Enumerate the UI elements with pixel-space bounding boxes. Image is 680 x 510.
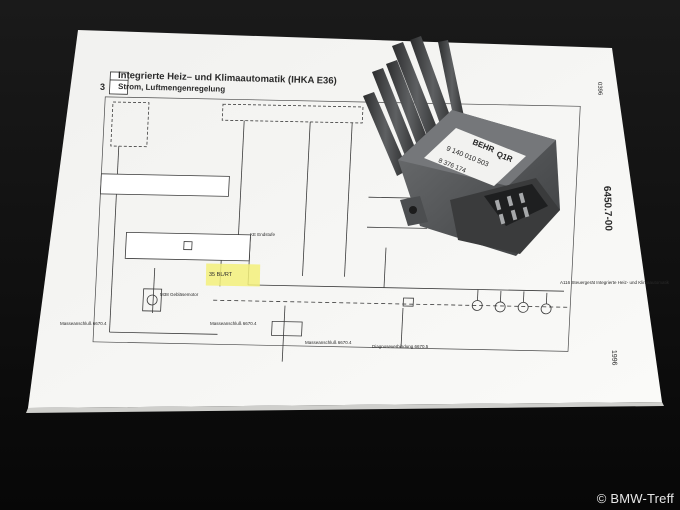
diagram-subtitle: Strom, Luftmengenregelung <box>118 82 225 94</box>
control-unit-label: A116 Steuergerät Integrierte Heiz- und K… <box>560 280 670 285</box>
diag-label: Diagnoseverbindung 6670.5 <box>372 344 429 349</box>
bmw-badge <box>108 71 129 95</box>
top-ref: 0396 <box>596 82 602 96</box>
part-label <box>424 128 526 186</box>
highlighter-mark <box>205 263 261 287</box>
blower-resistor-module: BEHR Q1R 9 140 010 503 8 376 174 <box>363 36 560 256</box>
motor-label: M38 Gebläsemotor <box>160 292 199 297</box>
heatsink-fins <box>363 36 466 176</box>
transistor-array <box>471 289 552 315</box>
ground-label-c: Masseanschluß 6670.4 <box>305 340 352 345</box>
ground-label-b: Masseanschluß 6670.4 <box>210 321 257 326</box>
k-unit-label: KE Endstufe <box>250 232 276 237</box>
diagram-text: 3 Integrierte Heiz– und Klimaautomatik (… <box>60 70 670 366</box>
year-label: 1996 <box>610 350 618 366</box>
section-number: 3 <box>100 82 105 92</box>
paper-sheet <box>26 30 664 413</box>
ground-label-a: Masseanschluß 6670.4 <box>60 321 107 326</box>
page-code: 6450.7-00 <box>601 186 614 232</box>
copyright-watermark: © BMW-Treff <box>596 491 674 506</box>
wiring-diagram <box>92 71 581 362</box>
wire-label-highlight: 35 BL/RT <box>209 272 233 278</box>
